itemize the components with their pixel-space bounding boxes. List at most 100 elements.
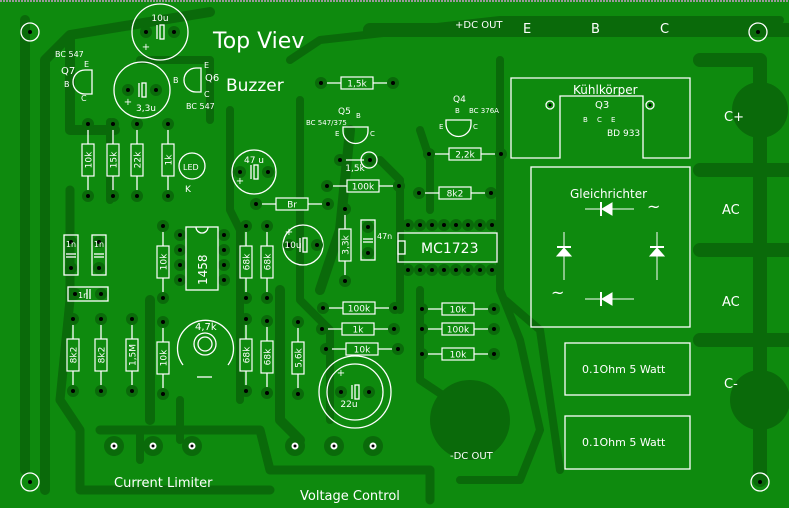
capacitor-label: 1n [66, 240, 76, 249]
wire-pad [285, 436, 305, 456]
resistor-label: 1,5k [345, 164, 365, 174]
ic-1458-label: 1458 [196, 254, 210, 285]
resistor: 1,5k [315, 76, 399, 90]
connector-c-label: C [660, 22, 669, 37]
ic-mc1723-label: MC1723 [421, 241, 478, 257]
q5-name: Q5 [338, 107, 351, 117]
q7-pin-c: C [81, 94, 87, 103]
resistor: 1,5M [125, 313, 139, 397]
board-title: Top Viev [212, 29, 304, 54]
q3-pin-b: B [583, 116, 588, 124]
resistor: 10k [416, 347, 500, 361]
resistor-label: 100k [348, 305, 371, 315]
polarity-plus-mark: + [142, 42, 150, 53]
resistor-label: 10k [354, 346, 371, 356]
resistor-label: 68k [264, 253, 274, 270]
resistor: 5,6k [291, 316, 305, 400]
film-capacitor: 47n [360, 219, 392, 261]
resistor-label: 10k [160, 349, 170, 366]
q4-type: BC 376A [469, 107, 499, 115]
shunt-resistor-2: 0.1Ohm 5 Watt [564, 415, 691, 470]
q3-pin-c: C [597, 116, 602, 124]
resistor-label: 68k [264, 348, 274, 365]
film-capacitor: 1n [67, 286, 109, 302]
resistor-label: 1k [353, 326, 365, 336]
resistor: 15k [106, 118, 120, 202]
polarity-plus-mark: + [285, 227, 293, 238]
q7-type: BC 547 [55, 50, 84, 59]
resistor-label: 100k [447, 326, 470, 336]
buzzer-label: Buzzer [226, 76, 284, 96]
connector-cplus-label: C+ [724, 110, 744, 125]
ac-symbol-1: ~ [647, 197, 660, 216]
resistor: 68k [260, 220, 274, 304]
resistor-label: 8k2 [70, 347, 80, 364]
transistor-q4: Q4 B BC 376A E C [439, 95, 499, 138]
voltage-control-label: Voltage Control [300, 489, 400, 504]
electrolytic-capacitor: 47 u+ [231, 149, 277, 195]
q6-pin-c: C [204, 90, 210, 99]
shunt-2-label: 0.1Ohm 5 Watt [582, 436, 666, 449]
resistor: 10k [81, 118, 95, 202]
led-cathode-label: K [185, 185, 192, 195]
resistor-label: 1,5M [129, 344, 139, 366]
capacitor-label: 47 u [244, 156, 264, 166]
capacitor-label: 1n [78, 291, 88, 300]
q7-pin-e: E [84, 60, 89, 69]
rectifier-bridge: Gleichrichter ~ ~ [530, 166, 691, 328]
resistor-label: 1,5k [347, 80, 367, 90]
q3-type: BD 933 [607, 129, 640, 139]
capacitor-label: 1n [94, 240, 104, 249]
electrolytic-capacitor: 3,3u+ [113, 61, 171, 119]
resistor: 10k [156, 316, 170, 400]
capacitor-label: 10u [284, 241, 301, 251]
resistor: 8k2 [413, 186, 497, 200]
resistor: 1k [161, 118, 175, 202]
q5-pin-e: E [335, 130, 339, 138]
resistor: 100k [317, 301, 401, 315]
resistor: 100k [321, 179, 405, 193]
copper-traces [20, 7, 789, 505]
electrolytic-capacitor: 10u+ [131, 3, 189, 61]
shunt-resistor-1: 0.1Ohm 5 Watt [564, 342, 691, 396]
q7-name: Q7 [61, 66, 75, 77]
current-limiter-label: Current Limiter [114, 476, 213, 491]
wire-pad [363, 436, 383, 456]
electrolytic-capacitor: 22u+ [318, 355, 392, 429]
wire-pad [324, 436, 344, 456]
led-label: LED [183, 163, 199, 172]
resistor: 10k [156, 220, 170, 304]
wire-pad [182, 436, 202, 456]
resistor: 1,5k [334, 151, 378, 174]
heatsink-label: Kühlkörper [573, 83, 638, 97]
resistor-label: 5,6k [295, 347, 305, 367]
polarity-plus-mark: + [124, 97, 132, 108]
resistor-label: 22k [134, 151, 144, 168]
wire-pad [104, 436, 124, 456]
q6-pin-b: B [173, 76, 179, 85]
capacitor-label: 47n [377, 232, 392, 241]
resistor-label: 8k2 [447, 190, 464, 200]
q4-pin-e: E [439, 123, 443, 131]
q5-pin-c: C [370, 130, 375, 138]
q6-name: Q6 [205, 73, 219, 84]
connector-b-label: B [591, 22, 600, 37]
heatsink: Kühlkörper Q3 B C E BD 933 [510, 77, 691, 159]
resistor-label: Br [287, 201, 297, 211]
resistor-label: 10k [450, 306, 467, 316]
resistor: 2,2k [423, 147, 507, 161]
mounting-holes [20, 22, 770, 492]
resistor-label: 2,2k [455, 151, 475, 161]
potentiometer-4-7k: 4,7k [176, 319, 235, 378]
resistor: 68k [239, 220, 253, 304]
minus-dc-out-label: -DC OUT [450, 451, 494, 462]
transistor-q7: BC 547 Q7 E B C [55, 50, 93, 103]
resistor-label: 15k [110, 151, 120, 168]
resistor-label: 68k [243, 346, 253, 363]
resistor: Br [250, 197, 334, 211]
resistor: 68k [239, 313, 253, 397]
capacitor-label: 22u [340, 400, 357, 410]
q5-type: BC 547/375 [306, 119, 347, 127]
q4-name: Q4 [453, 95, 466, 105]
